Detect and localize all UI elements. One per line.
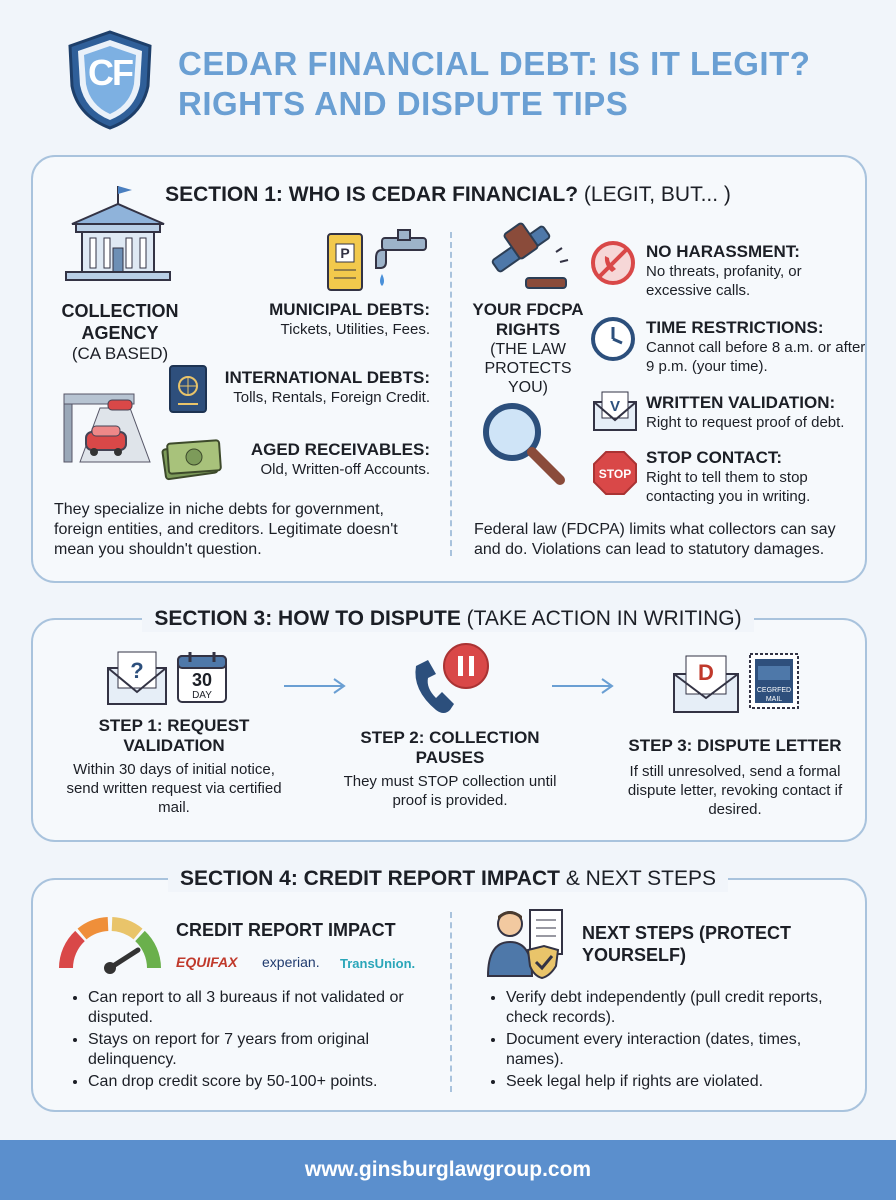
page-title: CEDAR FINANCIAL DEBT: IS IT LEGIT? RIGHT… (178, 44, 878, 124)
footer-url[interactable]: www.ginsburglawgroup.com (0, 1140, 896, 1200)
right-time-title: TIME RESTRICTIONS: (646, 318, 824, 337)
impact-item-1: Can report to all 3 bureaus if not valid… (88, 988, 430, 1028)
rights-subtitle: (THE LAW PROTECTS YOU) (484, 341, 572, 396)
letter-mark: D (698, 660, 714, 685)
right-stop-title: STOP CONTACT: (646, 448, 783, 467)
step-1-text: Within 30 days of initial notice, send w… (66, 761, 282, 816)
impact-title: CREDIT REPORT IMPACT (176, 920, 396, 940)
section-1-heading: SECTION 1: WHO IS CEDAR FINANCIAL? (LEGI… (0, 182, 896, 208)
stamp-text: CEGRFED MAIL (756, 687, 792, 703)
right-stop-text: Right to tell them to stop contacting yo… (646, 469, 811, 505)
section-4-divider (450, 912, 452, 1092)
step-3: STEP 3: DISPUTE LETTER If still unresolv… (620, 736, 850, 819)
step-1-title: STEP 1: REQUEST VALIDATION (98, 716, 250, 755)
title-line-2: RIGHTS AND DISPUTE TIPS (178, 85, 629, 122)
section-1-divider (450, 232, 452, 556)
arrow-right-icon (282, 676, 348, 696)
stop-sign-text: STOP (599, 467, 631, 481)
next-title: NEXT STEPS (PROTECT YOURSELF) (582, 923, 792, 965)
debt-international-title: INTERNATIONAL DEBTS: (224, 368, 430, 387)
step-2: STEP 2: COLLECTION PAUSES They must STOP… (334, 728, 566, 810)
debt-item-municipal: MUNICIPAL DEBTS: Tickets, Utilities, Fee… (230, 300, 430, 339)
rights-summary: Federal law (FDCPA) limits what collecto… (474, 521, 836, 558)
svg-text:?: ? (130, 658, 143, 683)
right-no-harassment: NO HARASSMENT: No threats, profanity, or… (646, 242, 866, 300)
calendar-number: 30 (191, 670, 213, 690)
debt-item-international: INTERNATIONAL DEBTS: Tolls, Rentals, For… (216, 368, 430, 407)
right-written-validation: WRITTEN VALIDATION: Right to request pro… (646, 393, 866, 432)
logo-letters: CF (88, 52, 134, 93)
right-time-text: Cannot call before 8 a.m. or after 9 p.m… (646, 339, 866, 375)
certified-stamp-icon (748, 652, 800, 710)
arrow-right-icon-2 (550, 676, 616, 696)
cash-icon (160, 432, 222, 482)
debt-aged-text: Old, Written-off Accounts. (260, 461, 430, 478)
next-item-1: Verify debt independently (pull credit r… (506, 988, 844, 1028)
credit-gauge-icon (58, 912, 162, 976)
debt-item-aged: AGED RECEIVABLES: Old, Written-off Accou… (228, 440, 430, 479)
step-3-title: STEP 3: DISPUTE LETTER (628, 736, 842, 755)
impact-list: Can report to all 3 bureaus if not valid… (70, 988, 430, 1094)
debt-aged-title: AGED RECEIVABLES: (250, 440, 430, 459)
stop-sign-icon: STOP (592, 450, 638, 496)
debt-municipal-text: Tickets, Utilities, Fees. (280, 321, 430, 338)
step-2-text: They must STOP collection until proof is… (343, 773, 557, 809)
no-phone-icon (590, 240, 636, 286)
step-3-text: If still unresolved, send a formal dispu… (627, 763, 843, 818)
person-shield-icon (486, 906, 568, 980)
bureau-equifax: EQUIFAX (176, 954, 238, 970)
section-3-heading-bold: SECTION 3: HOW TO DISPUTE (154, 607, 461, 630)
passport-icon (168, 364, 208, 414)
next-item-3: Seek legal help if rights are violated. (506, 1072, 844, 1092)
section-1-heading-bold: SECTION 1: WHO IS CEDAR FINANCIAL? (165, 183, 579, 206)
debt-international-text: Tolls, Rentals, Foreign Credit. (233, 389, 430, 406)
rights-title: YOUR FDCPA RIGHTS (472, 300, 584, 339)
impact-item-3: Can drop credit score by 50-100+ points. (88, 1072, 430, 1092)
section-1-heading-light: (LEGIT, BUT... ) (583, 183, 731, 206)
phone-pause-icon (408, 640, 494, 720)
section-4-heading-light: & NEXT STEPS (565, 867, 716, 890)
right-stop-contact: STOP CONTACT: Right to tell them to stop… (646, 448, 866, 506)
svg-text:V: V (610, 398, 620, 415)
bureau-transunion: TransUnion. (340, 956, 416, 971)
right-validation-text: Right to request proof of debt. (646, 414, 845, 431)
right-no-harassment-title: NO HARASSMENT: (646, 242, 800, 261)
envelope-v-icon: V (592, 388, 638, 432)
envelope-letter-icon (672, 652, 740, 714)
section-1-summary: They specialize in niche debts for gover… (54, 501, 398, 558)
magnifying-glass-icon (480, 400, 566, 486)
shield-logo-icon (62, 28, 158, 132)
section-3-heading: SECTION 3: HOW TO DISPUTE (TAKE ACTION I… (0, 606, 896, 632)
right-validation-title: WRITTEN VALIDATION: (646, 393, 836, 412)
bank-building-icon (62, 184, 174, 284)
next-item-2: Document every interaction (dates, times… (506, 1030, 844, 1070)
section-4-heading-bold: SECTION 4: CREDIT REPORT IMPACT (180, 867, 560, 890)
gavel-icon (470, 222, 576, 294)
section-4-heading: SECTION 4: CREDIT REPORT IMPACT & NEXT S… (0, 866, 896, 892)
calendar-icon (176, 650, 228, 704)
next-list: Verify debt independently (pull credit r… (488, 988, 844, 1094)
section-3-heading-light: (TAKE ACTION IN WRITING) (466, 607, 742, 630)
impact-item-2: Stays on report for 7 years from origina… (88, 1030, 430, 1070)
agency-subtitle: (CA BASED) (71, 344, 169, 363)
step-2-title: STEP 2: COLLECTION PAUSES (360, 728, 540, 767)
right-time-restrictions: TIME RESTRICTIONS: Cannot call before 8 … (646, 318, 866, 376)
right-no-harassment-text: No threats, profanity, or excessive call… (646, 263, 802, 299)
debt-municipal-title: MUNICIPAL DEBTS: (269, 300, 430, 319)
clock-icon (590, 316, 636, 362)
svg-text:P: P (340, 245, 349, 261)
ticket-faucet-icon: P (326, 228, 436, 294)
toll-road-car-icon (60, 386, 152, 464)
agency-title: COLLECTION AGENCY (61, 301, 179, 343)
bureau-experian: experian. (262, 954, 320, 970)
envelope-question-icon: ? (106, 648, 168, 706)
step-1: STEP 1: REQUEST VALIDATION Within 30 day… (56, 716, 292, 817)
title-line-1: CEDAR FINANCIAL DEBT: IS IT LEGIT? (178, 45, 811, 82)
calendar-unit: DAY (192, 690, 212, 701)
